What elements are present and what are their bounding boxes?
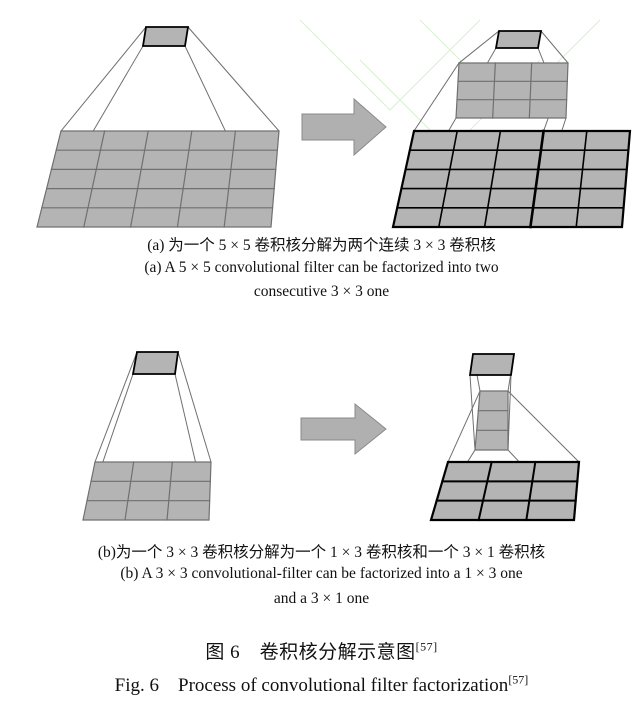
panel-a-caption-cn: (a) 为一个 5 × 5 卷积核分解为两个连续 3 × 3 卷积核 xyxy=(147,237,496,254)
panel-b-caption-en-line1: (b) A 3 × 3 convolutional-filter can be … xyxy=(120,565,523,582)
grid-line xyxy=(528,62,533,119)
grid-line xyxy=(437,130,459,228)
projection-line xyxy=(458,30,500,64)
grid-line xyxy=(477,460,493,522)
filter-boundary-line xyxy=(528,129,546,229)
panel-a-left-5x5 xyxy=(36,26,280,228)
projection-line xyxy=(60,26,147,132)
grid-line xyxy=(166,461,173,521)
watermark-stroke xyxy=(299,19,481,111)
grid-line xyxy=(83,130,106,228)
intermediate-column-1x3 xyxy=(474,390,509,451)
panel-b-left-3x3 xyxy=(82,351,212,521)
input-grid-3x3 xyxy=(429,460,581,522)
input-grid-5x5 xyxy=(391,129,632,229)
projection-line xyxy=(507,390,580,463)
projection-line xyxy=(413,62,460,132)
output-cell xyxy=(141,26,190,47)
grid-line xyxy=(124,461,135,521)
input-grid-5x5 xyxy=(36,130,280,228)
intermediate-grid-3x3 xyxy=(455,62,569,119)
right-arrow-icon xyxy=(301,97,387,157)
right-arrow-icon xyxy=(300,402,387,456)
projection-line xyxy=(177,351,212,463)
output-cell xyxy=(468,353,516,376)
grid-line xyxy=(525,460,537,522)
projection-line xyxy=(94,351,138,463)
projection-line xyxy=(540,30,569,64)
figure-caption-en-ref: [57] xyxy=(508,672,529,687)
projection-line xyxy=(187,26,280,132)
panel-b-right-1x3-3x1 xyxy=(429,353,581,522)
output-cell xyxy=(494,30,543,49)
grid-line xyxy=(223,130,237,228)
panel-b-caption-cn: (b)为一个 3 × 3 卷积核分解为一个 1 × 3 卷积核和一个 3 × 1… xyxy=(97,544,546,561)
figure-caption-cn: 图 6 卷积核分解示意图[57] xyxy=(205,639,438,663)
figure-caption-en: Fig. 6 Process of convolutional filter f… xyxy=(114,672,529,696)
grid-line xyxy=(575,130,588,228)
grid-line xyxy=(129,130,149,228)
panel-a-caption-en-line2: consecutive 3 × 3 one xyxy=(253,283,390,300)
panel-a-right-two-3x3 xyxy=(391,30,632,229)
projection-line xyxy=(469,374,476,451)
grid-line xyxy=(492,62,496,119)
output-cell xyxy=(131,351,180,375)
projection-line xyxy=(447,390,481,463)
input-grid-3x3 xyxy=(82,461,212,521)
grid-line xyxy=(483,130,502,228)
panel-a-caption-en-line1: (a) A 5 × 5 convolutional filter can be … xyxy=(144,259,499,276)
figure-caption-cn-ref: [57] xyxy=(415,639,438,654)
grid-line xyxy=(176,130,193,228)
panel-b-caption-en-line2: and a 3 × 1 one xyxy=(273,590,370,607)
